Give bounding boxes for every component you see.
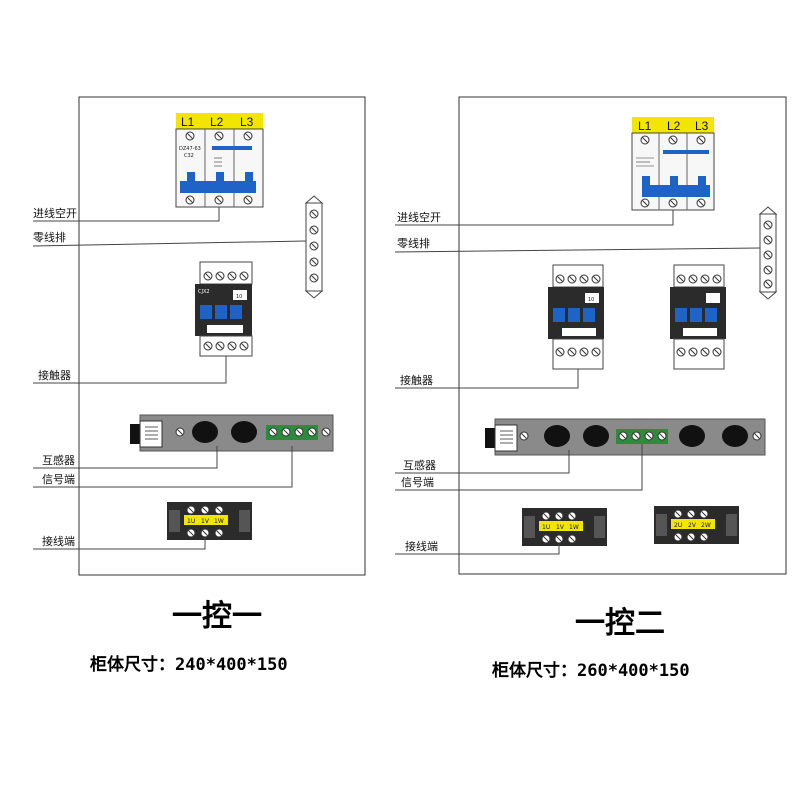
leader-lines xyxy=(394,210,761,555)
breaker-rating: C32 xyxy=(184,153,194,159)
terminal-label-1w: 1W xyxy=(214,518,224,525)
phase-label-strip xyxy=(632,117,714,133)
label-terminal-block: 接线端 xyxy=(405,539,438,553)
neutral-bar xyxy=(758,206,778,300)
label-transformer: 互感器 xyxy=(42,454,75,467)
terminal-block: 1U 1V 1W xyxy=(167,502,252,540)
label-neutral-bar: 零线排 xyxy=(397,236,430,250)
contactor: 10 xyxy=(548,264,604,370)
phase-label-l3: L3 xyxy=(240,115,254,129)
terminal-block: 1U 1V 1W xyxy=(522,508,607,546)
panel-one-control: L1 L2 L3 DZ47-63 C32 xyxy=(32,96,366,675)
cabinet-outline xyxy=(78,96,366,576)
breaker-model: DZ47-63 xyxy=(179,146,201,152)
cabinet-dimensions: 柜体尺寸：260*400*150 xyxy=(492,660,690,681)
neutral-bar xyxy=(304,195,324,299)
contactor-aux-mark: 10 xyxy=(236,294,242,300)
label-transformer: 互感器 xyxy=(403,459,436,472)
phase-label-l1: L1 xyxy=(638,119,652,133)
terminal-label-2v: 2V xyxy=(688,522,697,529)
contactor-aux-mark: 10 xyxy=(588,297,594,303)
terminal-label-1u: 1U xyxy=(542,524,550,531)
leader-lines xyxy=(32,207,307,550)
terminal-label-1w: 1W xyxy=(569,524,579,531)
terminal-label-1v: 1V xyxy=(201,518,210,525)
current-transformer-bar xyxy=(130,414,334,452)
terminal-label-1u: 1U xyxy=(187,518,195,525)
current-transformer-bar xyxy=(485,418,766,456)
label-incoming-breaker: 进线空开 xyxy=(397,210,441,224)
contactor xyxy=(670,264,726,370)
phase-label-l2: L2 xyxy=(667,119,681,133)
incoming-breaker: L1 L2 L3 xyxy=(631,117,715,211)
terminal-label-2w: 2W xyxy=(701,522,711,529)
label-contactor: 接触器 xyxy=(400,373,433,387)
cabinet-dimensions: 柜体尺寸：240*400*150 xyxy=(90,654,288,675)
phase-label-l2: L2 xyxy=(210,115,224,129)
terminal-label-1v: 1V xyxy=(556,524,565,531)
label-signal-terminal: 信号端 xyxy=(401,476,434,489)
contactor-model: CJX2 xyxy=(198,289,210,295)
label-neutral-bar: 零线排 xyxy=(33,230,66,244)
label-incoming-breaker: 进线空开 xyxy=(33,206,77,220)
phase-label-strip xyxy=(176,113,263,129)
terminal-label-2u: 2U xyxy=(674,522,682,529)
panel-title: 一控一 xyxy=(172,599,262,634)
panel-two-control: L1 L2 L3 10 xyxy=(394,96,787,681)
phase-label-l3: L3 xyxy=(695,119,709,133)
label-terminal-block: 接线端 xyxy=(42,534,75,548)
label-contactor: 接触器 xyxy=(38,368,71,382)
terminal-block-2: 2U 2V 2W xyxy=(654,506,739,544)
incoming-breaker: L1 L2 L3 DZ47-63 C32 xyxy=(175,113,264,208)
contactor: CJX2 10 xyxy=(195,261,253,357)
panel-title: 一控二 xyxy=(575,606,665,641)
cabinet-outline xyxy=(458,96,787,575)
label-signal-terminal: 信号端 xyxy=(42,473,75,486)
phase-label-l1: L1 xyxy=(181,115,195,129)
